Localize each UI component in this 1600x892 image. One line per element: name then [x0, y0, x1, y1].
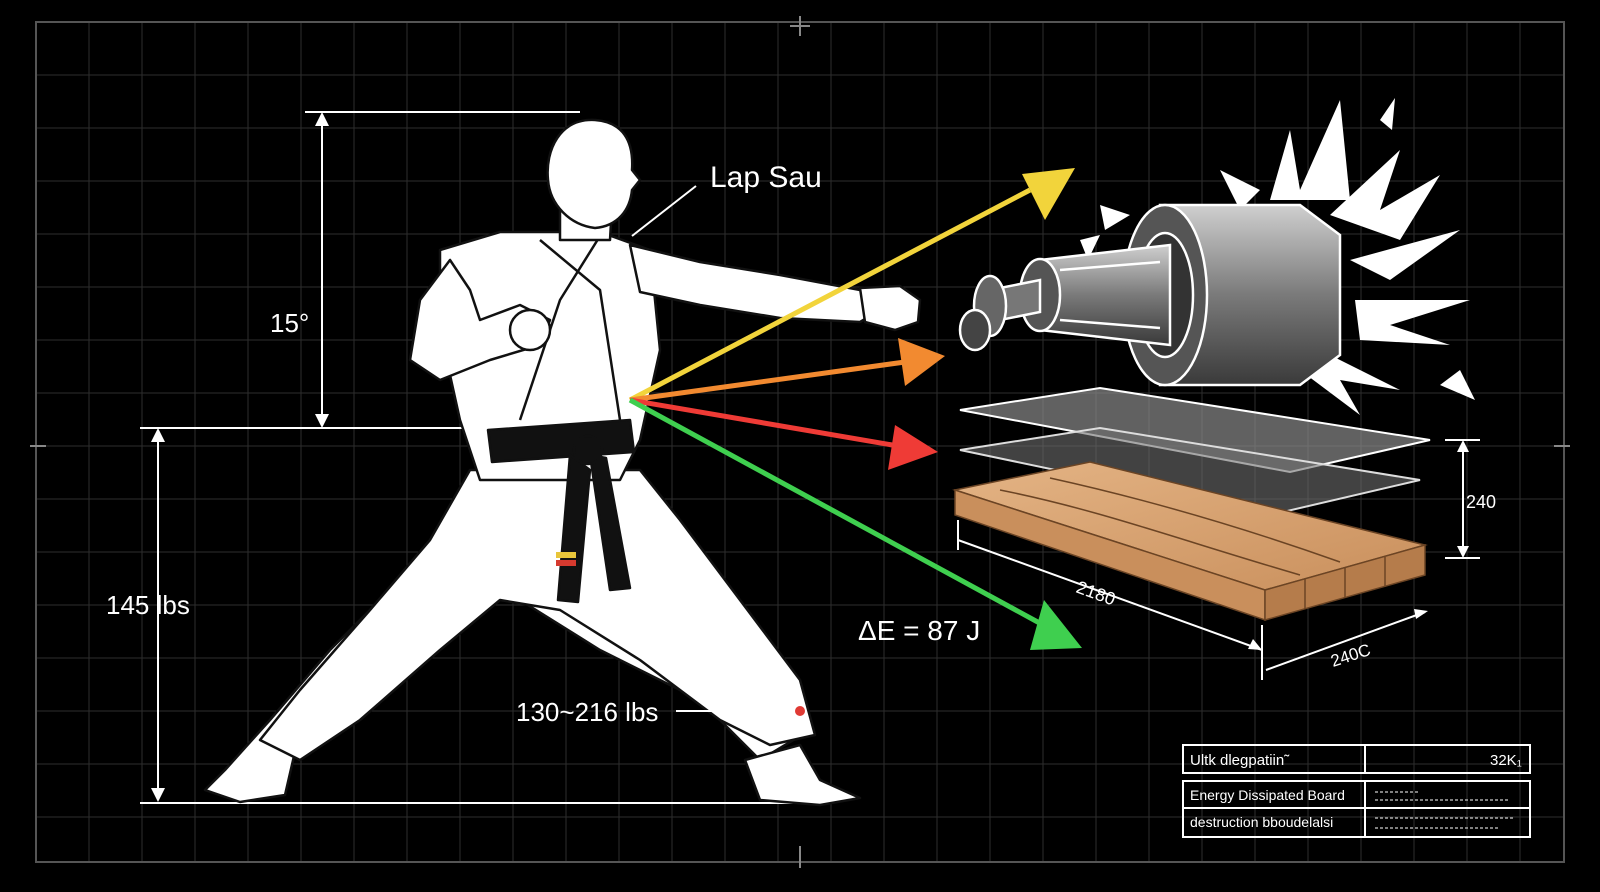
upper-height-dimension [140, 111, 580, 429]
info-table [1182, 744, 1531, 838]
info-row1-value: 32K₁ [1490, 752, 1522, 769]
board-length-dimension [957, 520, 1263, 680]
board-width-dimension [1265, 609, 1428, 671]
karate-figure-icon [203, 118, 922, 807]
info-row2-label: Energy Dissipated Board [1190, 787, 1345, 803]
weight-range-label: 130~216 lbs [516, 697, 658, 727]
info-row3-label: destruction bboudelalsi [1190, 814, 1333, 830]
orange-force-arrow [629, 359, 906, 403]
info-row1-label: Ultk dlegpatiin˜ [1190, 752, 1290, 769]
yellow-force-arrow [628, 187, 1032, 403]
glass-sheet-icon [959, 386, 1431, 517]
force-arrows [628, 168, 1082, 650]
angle-label: 15° [270, 308, 309, 338]
technique-label: Lap Sau [710, 161, 822, 194]
weight-range-marker [795, 706, 805, 716]
board-height-label: 240 [1466, 492, 1496, 512]
cylinder-impact-icon [958, 203, 1342, 387]
green-arrowhead [1030, 600, 1082, 650]
orange-arrowhead [898, 338, 945, 386]
lower-height-dimension [140, 428, 800, 804]
frame-tick-marks [30, 16, 1570, 868]
yellow-arrowhead [1022, 168, 1075, 220]
green-force-arrow [628, 397, 1047, 629]
info-fine-print [1375, 791, 1515, 829]
board-height-dimension [1445, 439, 1480, 559]
energy-label: ΔE = 87 J [858, 615, 980, 646]
wood-board-icon [952, 461, 1428, 622]
red-force-arrow [629, 397, 899, 449]
weight-label: 145 lbs [106, 590, 190, 620]
technique-leader-line [631, 185, 697, 237]
red-arrowhead [888, 425, 938, 470]
